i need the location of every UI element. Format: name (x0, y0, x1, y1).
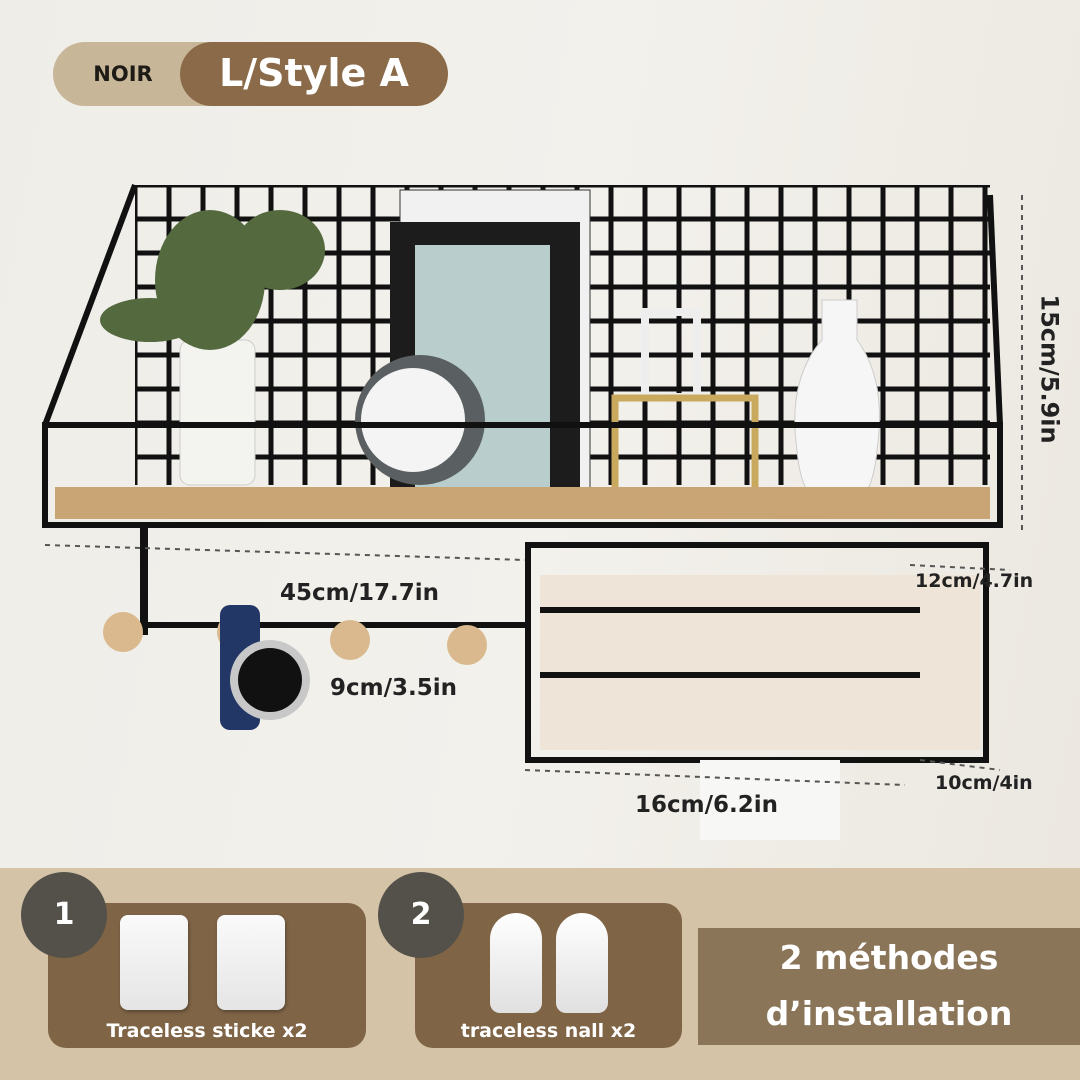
option-number-1: 1 (21, 872, 107, 958)
box-depth-dimension: 12cm/4.7in (915, 570, 1034, 592)
nail-option-label: traceless nall x2 (460, 1020, 637, 1042)
side-frame (42, 183, 1003, 427)
hook-height-dimension: 9cm/3.5in (330, 675, 458, 701)
adhesive-sticker-icon (120, 915, 188, 1010)
title-line-1: 2 méthodes (779, 938, 999, 977)
shelf-product-image (42, 183, 1023, 840)
vase-icon (179, 339, 256, 486)
installation-methods-title: 2 méthodes d’installation (698, 928, 1080, 1045)
option-number-2: 2 (378, 872, 464, 958)
paper-towel-icon (700, 760, 840, 840)
style-label: L/Style A (180, 42, 448, 106)
box-width-dimension: 16cm/6.2in (635, 792, 779, 818)
shelf-rail (42, 422, 1003, 528)
height-dimension: 15cm/5.9in (1035, 294, 1064, 444)
dimension-lines (44, 195, 1023, 786)
color-label: NOIR (93, 62, 153, 86)
watch-face (238, 648, 302, 712)
box-height-dimension: 10cm/4in (935, 772, 1033, 794)
variant-badge: NOIR L/Style A (53, 42, 448, 106)
width-dimension: 45cm/17.7in (280, 580, 440, 606)
wall-hook-icon (490, 913, 542, 1013)
tissue-box-icon (540, 575, 980, 750)
sticker-option-label: Traceless sticke x2 (106, 1020, 308, 1042)
hook-rail-post (140, 525, 148, 635)
adhesive-sticker-icon (217, 915, 285, 1010)
wall-hook-icon (556, 913, 608, 1013)
plant-icon (100, 210, 325, 350)
clock-face (361, 368, 465, 472)
wood-plank (55, 487, 990, 519)
title-line-2: d’installation (765, 994, 1013, 1033)
